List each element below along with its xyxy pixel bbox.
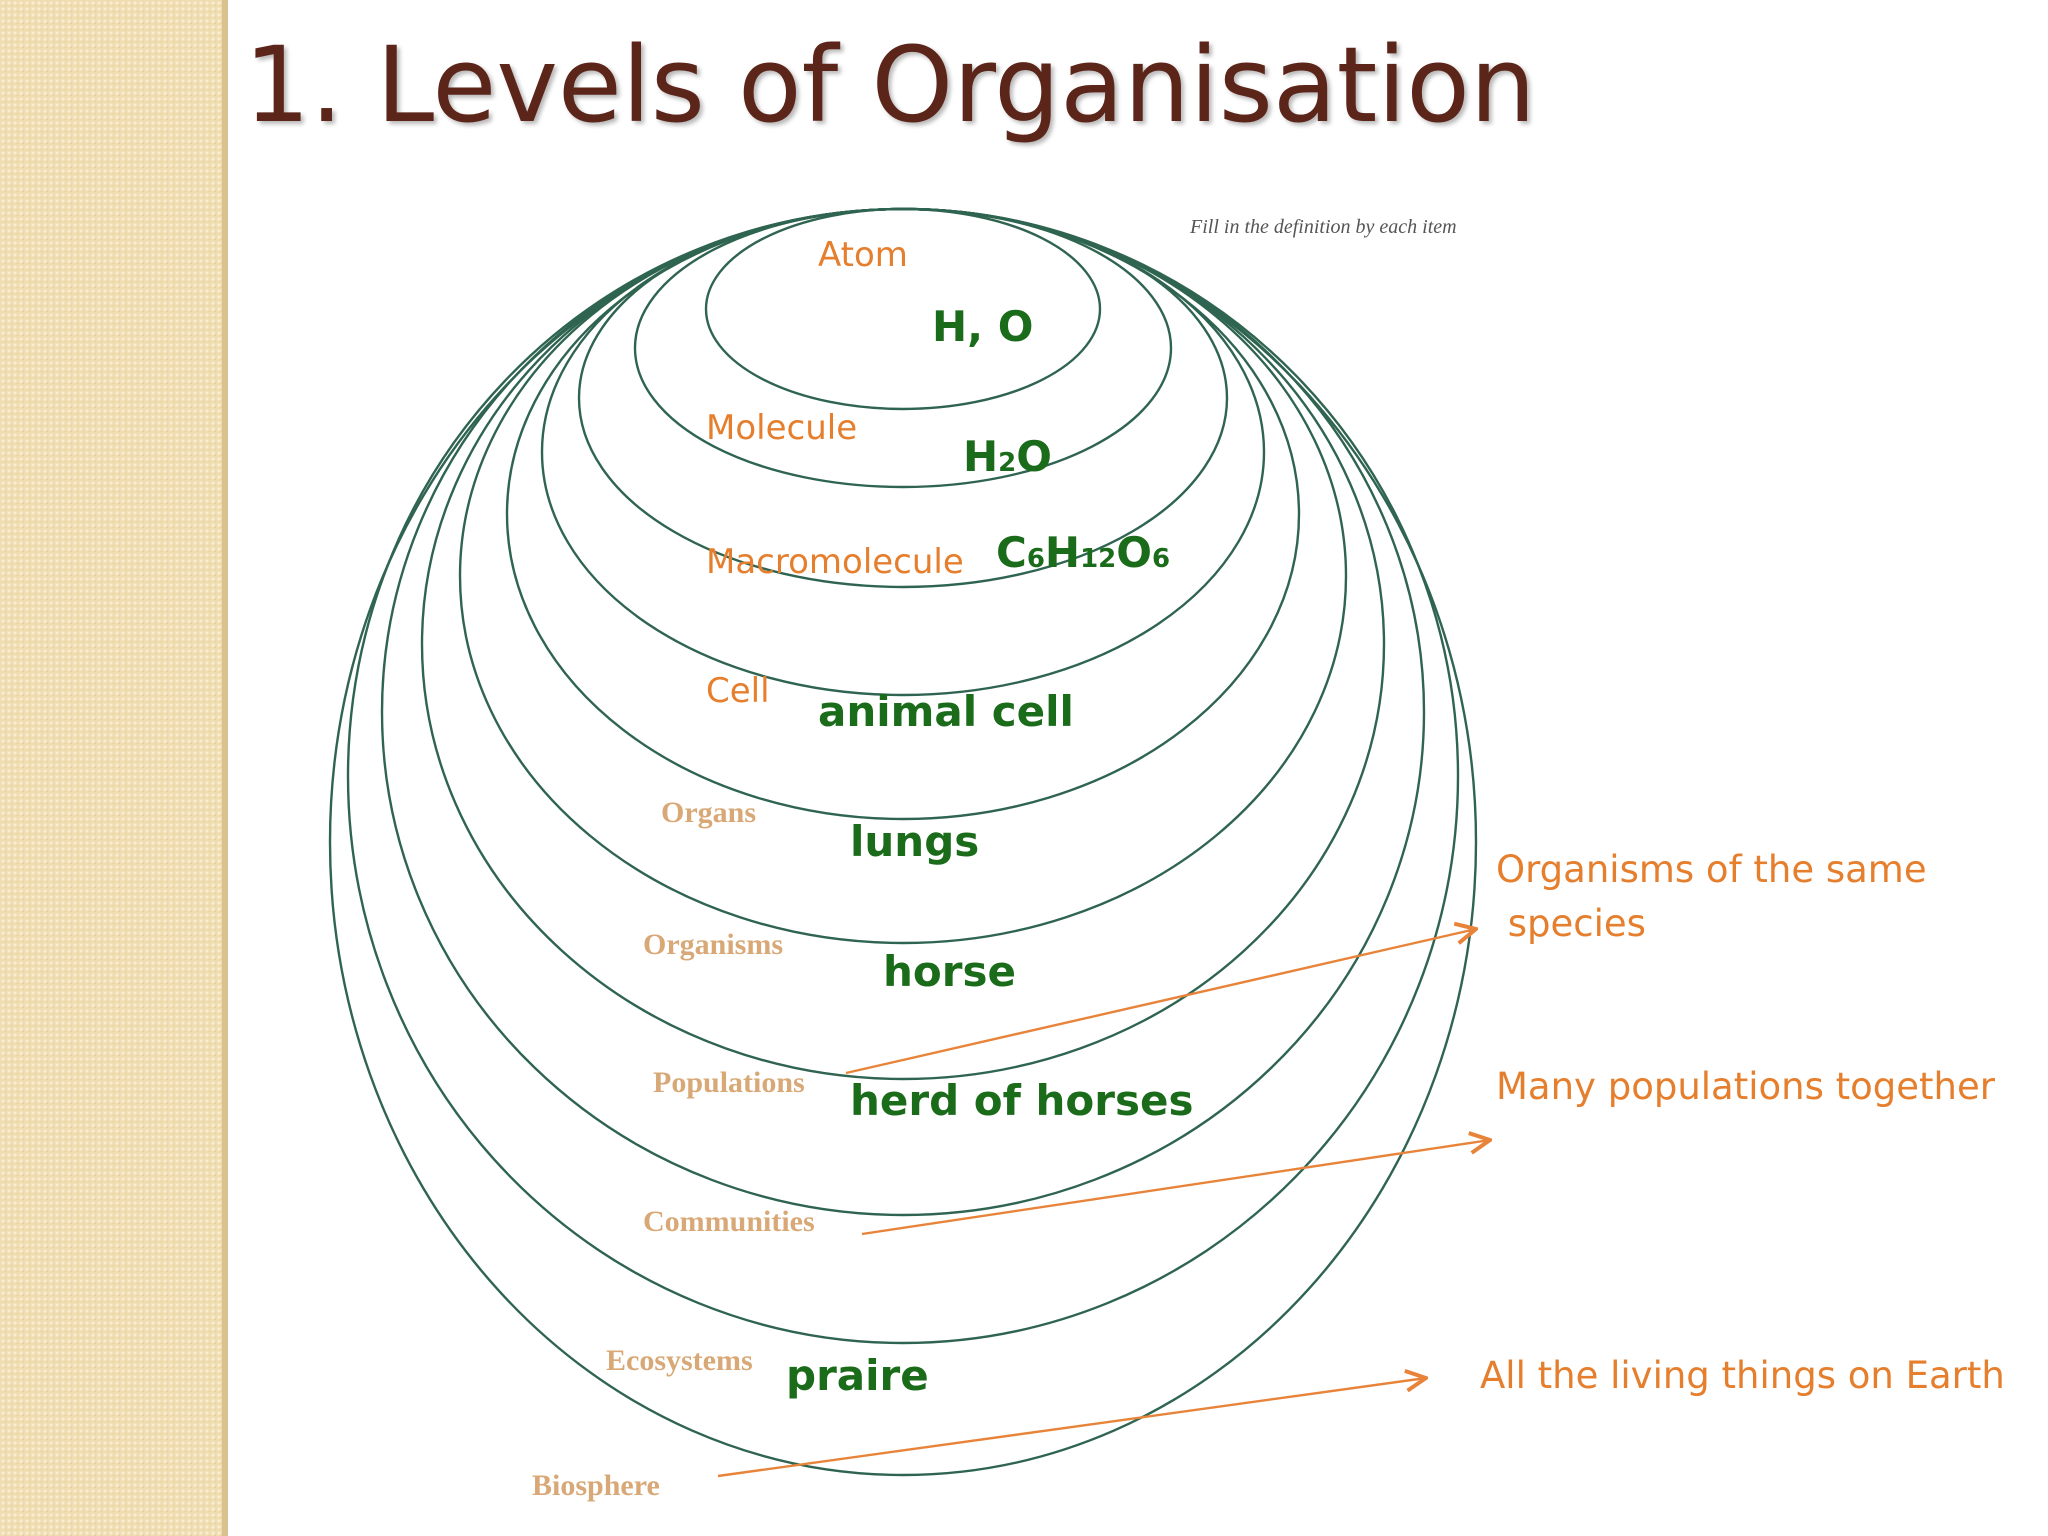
label-macromolecule: Macromolecule [706, 542, 964, 582]
label-organs: Organs [661, 796, 756, 829]
label-biosphere: Biosphere [532, 1469, 660, 1502]
label-molecule: Molecule [706, 408, 857, 448]
label-communities: Communities [643, 1205, 815, 1238]
ring-biosphere [328, 207, 1478, 1477]
ring-ecosystems [346, 207, 1460, 1345]
arrow-biosphere [717, 1378, 1426, 1478]
definition-biosphere: All the living things on Earth [1480, 1354, 2005, 1397]
definition-populations: Organisms of the same species [1496, 848, 1931, 945]
answer-populations: herd of horses [850, 1076, 1194, 1125]
answer-cell: animal cell [818, 687, 1074, 736]
answer-atom: H, O [932, 302, 1033, 351]
nested-ellipses [328, 207, 1478, 1477]
instruction-text: Fill in the definition by each item [1189, 216, 1457, 238]
answer-molecule: H2O [963, 432, 1052, 481]
slide-title: 1. Levels of Organisation [244, 24, 1536, 146]
ring-cell [540, 207, 1266, 697]
answer-ecosystems: praire [786, 1351, 929, 1400]
answer-organs: lungs [850, 817, 979, 866]
answer-macromolecule: C6H12O6 [996, 528, 1170, 577]
label-organisms: Organisms [643, 928, 783, 961]
definition-communities: Many populations together [1496, 1065, 1996, 1108]
decorative-side-strip [0, 0, 228, 1536]
side-strip-edge [222, 0, 228, 1536]
label-cell: Cell [706, 671, 770, 711]
arrow-communities [861, 1140, 1490, 1236]
label-ecosystems: Ecosystems [606, 1344, 753, 1377]
arrow-populations [845, 929, 1476, 1075]
answer-organisms: horse [883, 947, 1016, 996]
label-populations: Populations [653, 1066, 805, 1099]
label-atom: Atom [818, 235, 908, 275]
